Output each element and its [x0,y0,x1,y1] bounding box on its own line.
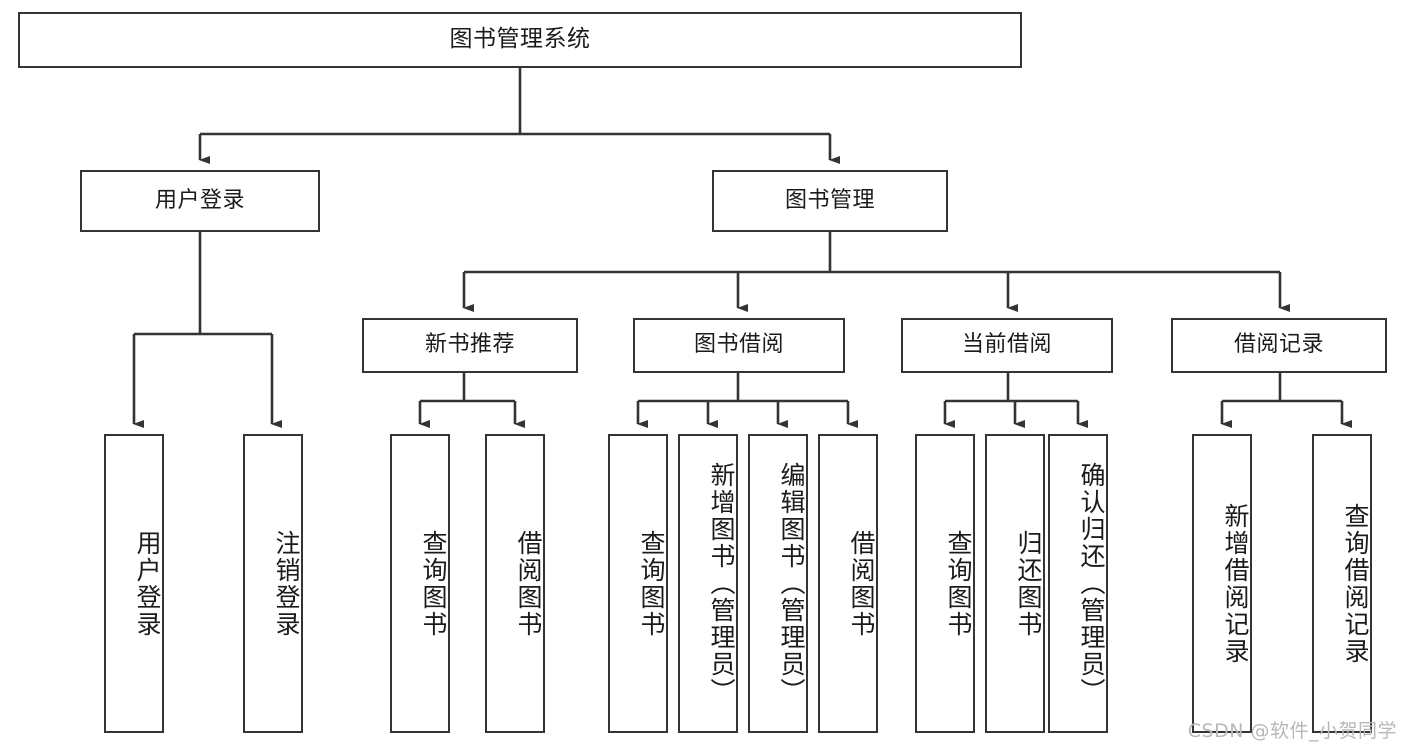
node-label: 图书管理系统 [449,26,591,53]
node-label: 当前借阅 [961,332,1052,358]
leaf-current-query-book[interactable]: 查询图书 [915,434,975,733]
leaf-recommend-borrow-book[interactable]: 借阅图书 [485,434,545,733]
node-label: 借阅图书 [847,529,876,638]
node-label: 用户登录 [133,529,162,638]
leaf-current-return-book[interactable]: 归还图书 [985,434,1045,733]
leaf-current-confirm-return-admin[interactable]: 确认归还（管理员） [1048,434,1108,733]
watermark: CSDN @软件_小贺同学 [1187,720,1397,742]
leaf-borrow-query-book[interactable]: 查询图书 [608,434,668,733]
node-label: 归还图书 [1014,529,1043,638]
node-user-login[interactable]: 用户登录 [80,170,320,232]
node-label: 编辑图书（管理员） [777,462,806,705]
node-label: 借阅记录 [1233,332,1324,358]
node-book-borrow[interactable]: 图书借阅 [633,318,845,373]
leaf-record-add-record[interactable]: 新增借阅记录 [1192,434,1252,733]
node-label: 借阅图书 [514,529,543,638]
leaf-record-query-record[interactable]: 查询借阅记录 [1312,434,1372,733]
node-new-book-recommend[interactable]: 新书推荐 [362,318,578,373]
leaf-user-login[interactable]: 用户登录 [104,434,164,733]
leaf-borrow-add-book-admin[interactable]: 新增图书（管理员） [678,434,738,733]
leaf-borrow-borrow-book[interactable]: 借阅图书 [818,434,878,733]
node-current-borrow[interactable]: 当前借阅 [901,318,1113,373]
node-label: 查询图书 [944,529,973,638]
node-borrow-record[interactable]: 借阅记录 [1171,318,1387,373]
node-label: 用户登录 [154,187,245,213]
node-label: 新增图书（管理员） [707,462,736,705]
node-label: 新增借阅记录 [1221,502,1250,665]
node-label: 确认归还（管理员） [1077,462,1106,705]
node-label: 图书管理 [784,187,875,213]
leaf-borrow-edit-book-admin[interactable]: 编辑图书（管理员） [748,434,808,733]
node-label: 查询借阅记录 [1341,502,1370,665]
node-label: 查询图书 [637,529,666,638]
node-label: 查询图书 [419,529,448,638]
leaf-user-logout[interactable]: 注销登录 [243,434,303,733]
leaf-recommend-query-book[interactable]: 查询图书 [390,434,450,733]
node-root-system[interactable]: 图书管理系统 [18,12,1022,68]
node-book-management[interactable]: 图书管理 [712,170,948,232]
node-label: 图书借阅 [693,332,784,358]
node-label: 新书推荐 [424,332,515,358]
node-label: 注销登录 [272,529,301,638]
